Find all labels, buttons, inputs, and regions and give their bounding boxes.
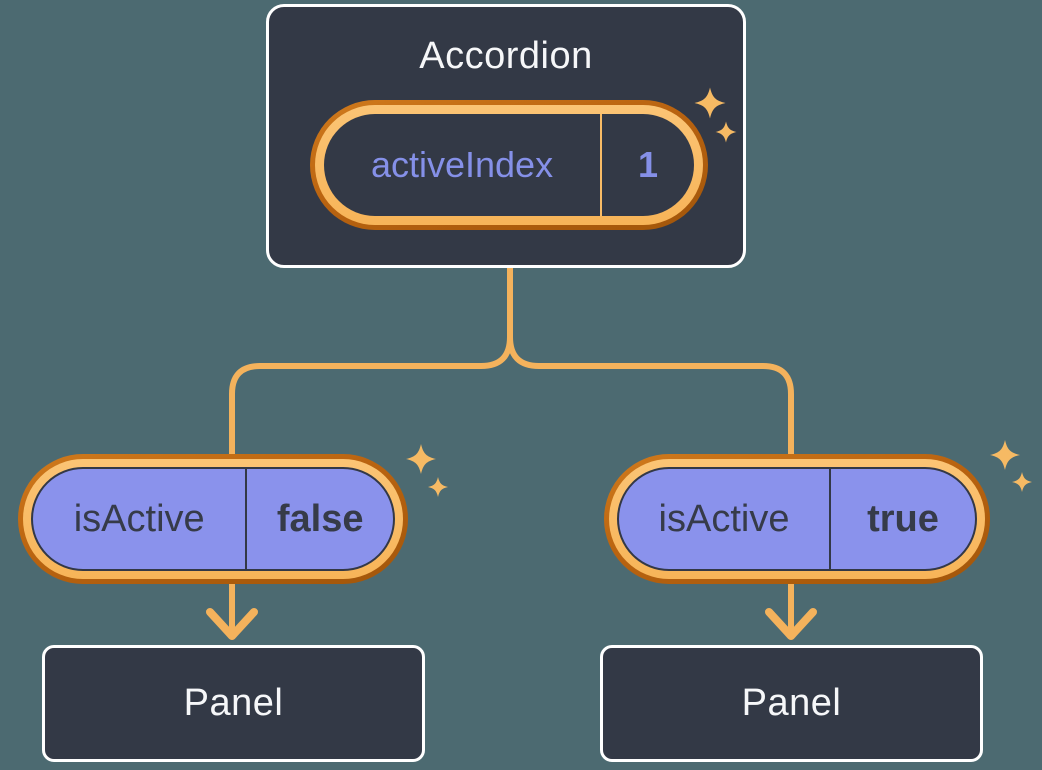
arrow-down-left-icon bbox=[206, 608, 258, 640]
connector-right bbox=[507, 268, 794, 630]
component-title: Accordion bbox=[419, 35, 593, 77]
prop-value: true bbox=[867, 497, 939, 540]
prop-pill-isactive-true: isActive true bbox=[604, 454, 990, 584]
panel-node-right: Panel bbox=[600, 645, 983, 762]
state-pill-body: activeIndex 1 bbox=[324, 114, 694, 216]
pill-divider bbox=[829, 469, 832, 569]
state-value: 1 bbox=[637, 144, 659, 185]
pill-divider bbox=[245, 469, 248, 569]
pill-divider bbox=[600, 114, 603, 216]
sparkles-icon bbox=[406, 444, 448, 497]
prop-value: false bbox=[276, 497, 364, 540]
prop-name: isActive bbox=[658, 497, 790, 540]
arrow-down-right-icon bbox=[765, 608, 817, 640]
state-name: activeIndex bbox=[370, 144, 554, 185]
state-pill: activeIndex 1 bbox=[310, 100, 708, 230]
prop-pill-isactive-false: isActive false bbox=[18, 454, 408, 584]
prop-pill-body: isActive true bbox=[617, 467, 977, 571]
sparkles-icon bbox=[694, 87, 737, 143]
prop-pill-body: isActive false bbox=[31, 467, 395, 571]
panel-node-left: Panel bbox=[42, 645, 425, 762]
sparkles-icon bbox=[990, 440, 1032, 492]
prop-name: isActive bbox=[73, 497, 205, 540]
